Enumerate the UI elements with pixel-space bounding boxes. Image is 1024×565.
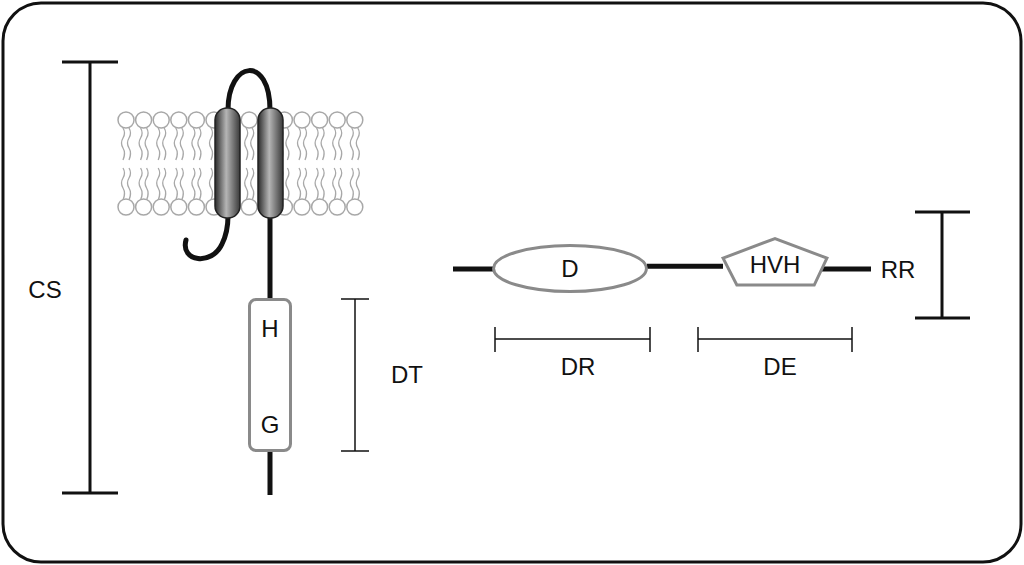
lipid-tail <box>350 128 353 160</box>
lipid-tail <box>245 168 248 200</box>
lipid-tail <box>180 168 183 200</box>
lipid-tail <box>145 128 148 160</box>
lipid-tail <box>304 168 307 200</box>
lipid-tail <box>315 128 318 160</box>
lipid-tail <box>356 128 359 160</box>
lipid-tail <box>298 128 301 160</box>
lipid-tail <box>339 168 342 200</box>
lipid-tail <box>245 128 248 160</box>
lipid-tail <box>315 168 318 200</box>
transmembrane-helix <box>215 108 240 218</box>
lipid-tail <box>174 168 177 200</box>
lipid-tail <box>139 128 142 160</box>
lipid-head <box>153 112 169 128</box>
lipid-head <box>329 112 345 128</box>
lipid-tail <box>298 168 301 200</box>
lipid-tail <box>210 168 213 200</box>
lipid-head <box>136 199 152 215</box>
extracellular-loop <box>228 71 270 110</box>
backbone-connector <box>647 266 723 267</box>
lipid-head <box>312 112 328 128</box>
lipid-tail <box>321 168 324 200</box>
lipid-head <box>188 112 204 128</box>
lipid-tail <box>198 168 201 200</box>
backbone-line <box>820 267 871 272</box>
cs-bracket <box>62 62 118 493</box>
domain-label: D <box>561 257 578 281</box>
lipid-head <box>188 199 204 215</box>
region-label: DR <box>561 355 596 379</box>
lipid-head <box>171 112 187 128</box>
dr-bracket <box>495 327 650 352</box>
lipid-head <box>118 199 134 215</box>
lipid-tail <box>333 168 336 200</box>
lipid-tail <box>180 128 183 160</box>
lipid-head <box>136 112 152 128</box>
lipid-tail <box>333 128 336 160</box>
lipid-tail <box>192 168 195 200</box>
domain-label: H <box>261 317 278 341</box>
de-bracket <box>698 327 852 352</box>
domain-label: G <box>261 413 280 437</box>
domain-label: HVH <box>750 253 801 277</box>
lipid-tail <box>139 168 142 200</box>
lipid-tail <box>122 168 125 200</box>
lipid-head <box>153 199 169 215</box>
lipid-tail <box>157 128 160 160</box>
lipid-tail <box>128 168 131 200</box>
lipid-tail <box>163 128 166 160</box>
lipid-head <box>294 199 310 215</box>
lipid-tail <box>339 128 342 160</box>
region-label: DT <box>391 363 423 387</box>
lipid-tail <box>163 168 166 200</box>
transmembrane-helix <box>258 108 283 218</box>
lipid-tail <box>174 128 177 160</box>
lipid-head <box>347 112 363 128</box>
lipid-tail <box>198 128 201 160</box>
lipid-head <box>329 199 345 215</box>
lipid-tail <box>286 168 289 200</box>
lipid-head <box>241 199 257 215</box>
lipid-head <box>347 199 363 215</box>
lipid-tail <box>286 128 289 160</box>
lipid-tail <box>122 128 125 160</box>
lipid-head <box>294 112 310 128</box>
lipid-head <box>171 199 187 215</box>
region-label: CS <box>28 278 61 302</box>
frame <box>3 3 1021 562</box>
rr-bracket <box>915 212 970 318</box>
dt-bracket <box>341 299 369 451</box>
domain-ellipse: D <box>492 244 648 293</box>
lipid-tail <box>192 128 195 160</box>
n-terminus <box>185 216 228 259</box>
lipid-tail <box>128 128 131 160</box>
lipid-tail <box>304 128 307 160</box>
region-label: RR <box>881 258 916 282</box>
lipid-head <box>118 112 134 128</box>
lipid-tail <box>321 128 324 160</box>
lipid-tail <box>350 168 353 200</box>
domain-pentagon: HVH <box>722 238 828 286</box>
lipid-head <box>241 112 257 128</box>
lipid-tail <box>251 168 254 200</box>
lipid-tail <box>251 128 254 160</box>
region-label: DE <box>763 355 796 379</box>
lipid-tail <box>210 128 213 160</box>
domain-box: HG <box>248 298 292 452</box>
lipid-tail <box>157 168 160 200</box>
lipid-tail <box>145 168 148 200</box>
lipid-tail <box>356 168 359 200</box>
lipid-head <box>312 199 328 215</box>
